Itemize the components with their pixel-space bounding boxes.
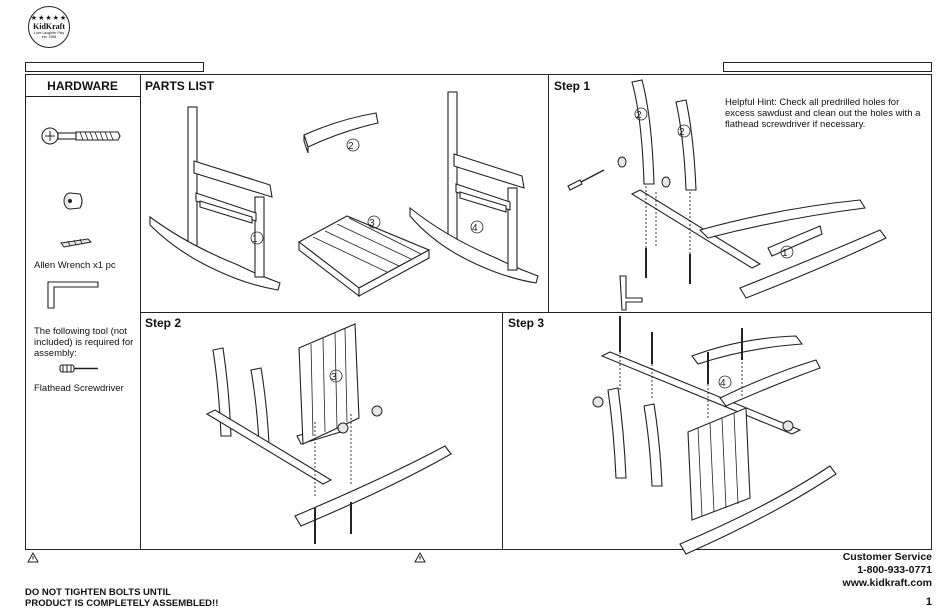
part-2-backrest-slat-drawing: 2	[303, 112, 379, 154]
allen-wrench-label: Allen Wrench x1 pc	[34, 260, 116, 271]
barrel-nut-icon	[63, 192, 83, 210]
divider-hardware-title	[25, 96, 140, 97]
dowel-icon	[60, 238, 93, 248]
logo-tagline: Love Laughter Play	[33, 31, 65, 35]
warning-line-2: PRODUCT IS COMPLETELY ASSEMBLED!!	[25, 598, 219, 609]
part-3-label: 3	[369, 218, 375, 229]
step-1-diagram: 2 2 1	[567, 79, 887, 311]
header-bar-right	[723, 62, 932, 72]
customer-service-phone: 1-800-933-0771	[857, 564, 932, 576]
part-2-label: 2	[348, 141, 354, 152]
part-4-side-frame-drawing: 4	[409, 91, 539, 284]
step-1-title: Step 1	[554, 79, 591, 93]
divider-horizontal	[140, 312, 932, 313]
bolt-icon	[41, 127, 121, 145]
step-3-label-4: 4	[720, 378, 726, 389]
screwdriver-label: Flathead Screwdriver	[34, 383, 124, 394]
customer-service-label: Customer Service	[842, 551, 932, 563]
part-1-side-frame-drawing: 1	[149, 106, 281, 291]
hardware-title: HARDWARE	[47, 79, 118, 93]
parts-list-title: PARTS LIST	[145, 79, 215, 93]
step-3-title: Step 3	[508, 316, 545, 330]
step-2-title: Step 2	[145, 316, 182, 330]
logo-est: est. 1968	[41, 35, 57, 39]
step-3-diagram: 4	[592, 316, 837, 555]
screwdriver-icon	[59, 364, 98, 373]
logo-stars: ★★★★★	[30, 15, 68, 22]
warning-icon-center	[414, 551, 426, 563]
part-1-label: 1	[252, 234, 258, 245]
step-2-label-3: 3	[331, 372, 337, 383]
divider-step2-step3	[502, 312, 503, 550]
kidkraft-logo: ★★★★★ KidKraft Love Laughter Play est. 1…	[28, 6, 70, 48]
warning-icon-left	[27, 551, 39, 563]
warning-line-1: DO NOT TIGHTEN BOLTS UNTIL	[25, 587, 172, 598]
divider-parts-step1	[548, 74, 549, 312]
part-3-seat-drawing: 3	[297, 215, 431, 298]
part-4-label: 4	[472, 223, 478, 234]
tool-note: The following tool (not included) is req…	[34, 326, 134, 359]
allen-wrench-icon	[47, 281, 99, 309]
logo-name: KidKraft	[33, 22, 65, 31]
page-number: 1	[925, 596, 932, 608]
customer-service-block: Customer Service 1-800-933-0771 www.kidk…	[843, 551, 932, 590]
step-1-hint: Helpful Hint: Check all predrilled holes…	[725, 97, 921, 130]
step-2-diagram: 3	[205, 323, 452, 544]
header-bar-left	[25, 62, 204, 72]
step-1-label-2b: 2	[679, 127, 685, 138]
customer-service-website[interactable]: www.kidkraft.com	[842, 577, 932, 589]
step-1-label-1: 1	[782, 248, 788, 259]
step-1-label-2a: 2	[636, 110, 642, 121]
